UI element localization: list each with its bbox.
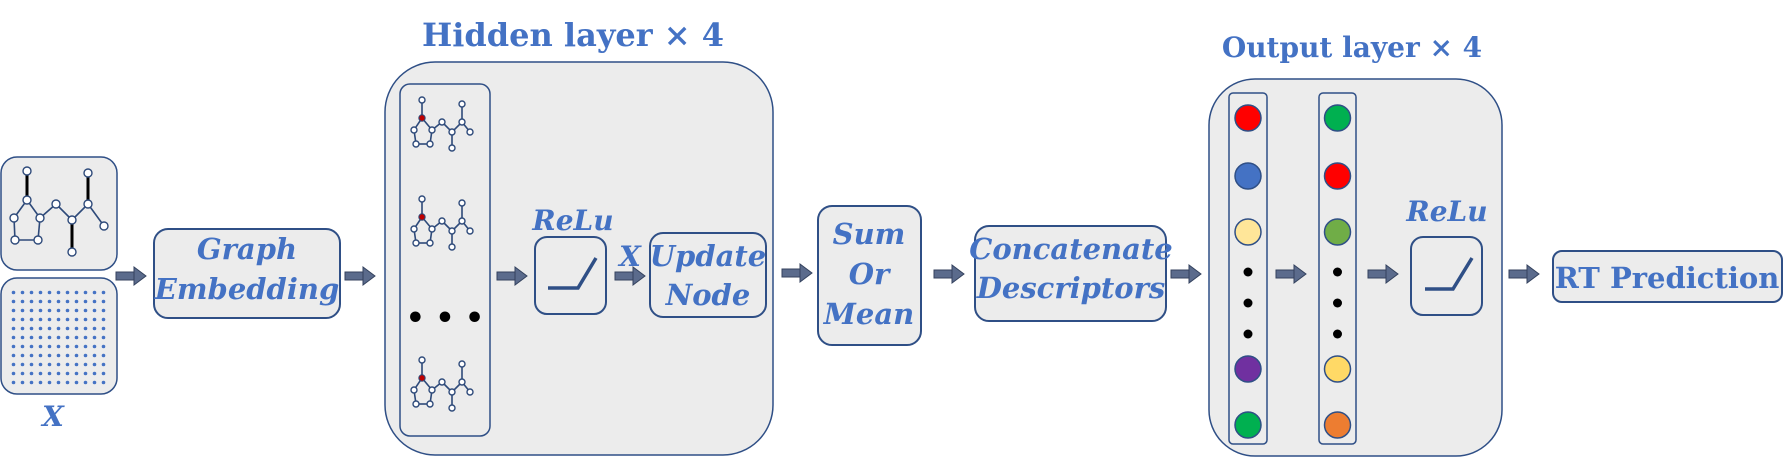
output-col1-ellipsis-dot-3 xyxy=(1243,329,1253,339)
input-feature-matrix xyxy=(0,277,118,395)
embedding-line1: Graph xyxy=(197,232,297,266)
output-col2-neuron-4 xyxy=(1323,355,1352,383)
hidden-relu-label: ReLu xyxy=(531,204,613,237)
output-relu-box xyxy=(1410,236,1483,316)
output-col2-ellipsis-dot-2 xyxy=(1333,298,1342,308)
message-ellipsis: • • • xyxy=(406,301,484,336)
input-molecule-panel xyxy=(0,156,118,271)
arrow-concat-to-output xyxy=(1170,264,1202,284)
output-relu-icon xyxy=(1425,257,1474,291)
hidden-relu-icon xyxy=(548,257,598,290)
output-col1-neuron-2 xyxy=(1234,162,1262,190)
hidden-x-label: X xyxy=(617,240,642,273)
pooling-line3: Mean xyxy=(823,297,914,331)
output-col2-ellipsis-dot-3 xyxy=(1333,329,1342,339)
output-col1-ellipsis-dot-1 xyxy=(1243,267,1253,277)
arrow-output-to-prediction xyxy=(1508,264,1540,284)
pooling-line1: Sum xyxy=(833,217,906,251)
arrow-pooling-to-concat xyxy=(933,264,965,284)
arrow-input-to-embedding xyxy=(115,266,147,286)
rt-prediction-label: RT Prediction xyxy=(1555,261,1780,295)
update-node-line2: Node xyxy=(665,278,751,312)
output-col1-neuron-4 xyxy=(1234,355,1262,383)
input-x-label: X xyxy=(40,400,65,433)
output-col2-neuron-2 xyxy=(1323,162,1352,190)
update-node-box: Update Node xyxy=(649,232,767,318)
concat-line2: Descriptors xyxy=(976,271,1166,305)
output-relu-label: ReLu xyxy=(1405,195,1487,228)
pooling-line2: Or xyxy=(849,257,892,291)
output-col1-neuron-3 xyxy=(1234,218,1262,246)
hidden-relu-box xyxy=(534,236,607,315)
output-neuron-column-2 xyxy=(1318,92,1357,445)
output-layer-title: Output layer × 4 xyxy=(1222,31,1482,64)
concat-box: Concatenate Descriptors xyxy=(969,225,1173,322)
arrow-hidden-to-pooling xyxy=(781,263,813,283)
rt-prediction-box: RT Prediction xyxy=(1552,250,1783,303)
message-passing-column: • • • xyxy=(399,83,491,437)
input-molecule-graph xyxy=(9,166,109,257)
output-col2-neuron-5 xyxy=(1323,411,1352,439)
output-col1-neuron-1 xyxy=(1234,104,1262,132)
output-col2-neuron-1 xyxy=(1323,104,1352,132)
update-node-line1: Update xyxy=(650,239,766,273)
arrow-embedding-to-hidden xyxy=(344,266,376,286)
hidden-layer-title: Hidden layer × 4 xyxy=(422,16,724,54)
output-col2-neuron-3 xyxy=(1323,218,1352,246)
pooling-box: Sum Or Mean xyxy=(817,205,922,346)
output-neuron-column-1 xyxy=(1228,92,1268,445)
graph-embedding-box: Graph Embedding xyxy=(153,228,341,319)
concat-line1: Concatenate xyxy=(969,232,1173,266)
output-col1-neuron-5 xyxy=(1234,411,1262,439)
output-col2-ellipsis-dot-1 xyxy=(1333,267,1342,277)
output-col1-ellipsis-dot-2 xyxy=(1243,298,1253,308)
embedding-line2: Embedding xyxy=(154,272,339,306)
